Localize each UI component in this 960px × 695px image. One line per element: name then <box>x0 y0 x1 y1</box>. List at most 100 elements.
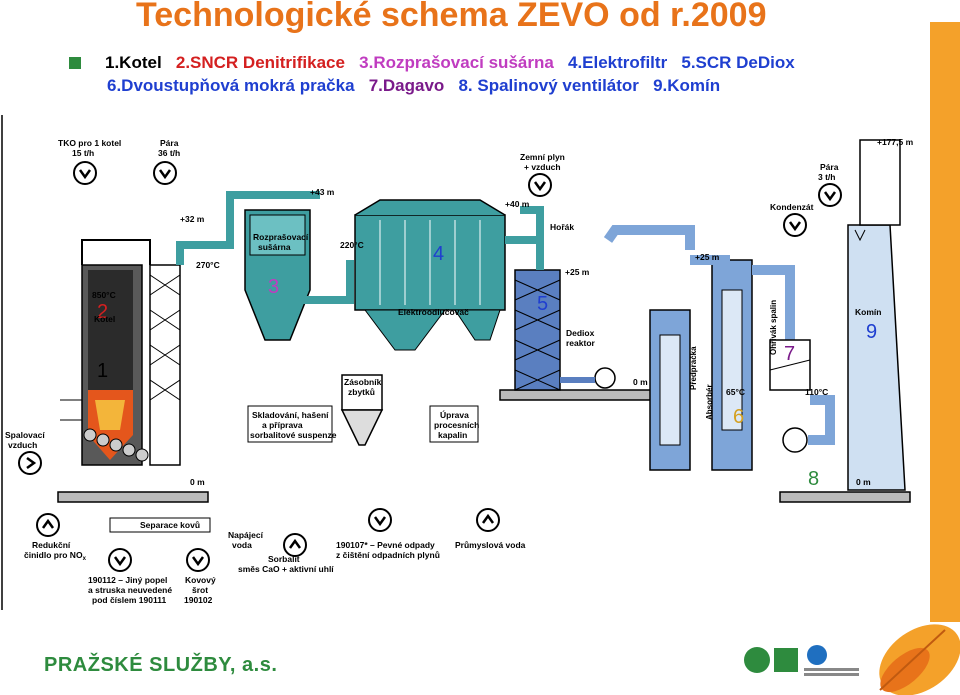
label-h177: +177,5 m <box>877 137 914 147</box>
boiler-unit <box>60 191 245 466</box>
stack <box>847 139 906 491</box>
label-treat2: procesních <box>434 420 479 430</box>
boiler-economizer <box>149 264 181 466</box>
label-dediox1: Dediox <box>566 328 595 338</box>
right-accent-stripe <box>930 22 960 622</box>
label-scrap3: 190102 <box>184 595 213 605</box>
ground-slab-1 <box>57 491 209 503</box>
label-red2-sub: x <box>83 556 87 562</box>
arrow-icon-scrap <box>186 548 210 572</box>
label-tko-rate: 15 t/h <box>72 148 94 158</box>
label-ash3: pod číslem 190111 <box>92 595 166 605</box>
label-store2: a příprava <box>262 420 303 430</box>
boiler-chamber <box>88 270 133 390</box>
label-h32: +32 m <box>180 214 205 224</box>
label-air2: vzduch <box>8 440 37 450</box>
label-air1: Spalovací <box>5 430 45 440</box>
label-esp: Elektroodlučovač <box>398 307 469 317</box>
label-red2-main: činidlo pro NO <box>24 550 83 560</box>
cert-mark-icon <box>774 648 798 672</box>
label-t270: 270°C <box>196 260 220 270</box>
leaf-decoration <box>879 624 960 695</box>
label-ash1: 190112 – Jiný popel <box>88 575 167 585</box>
label-sorb2: směs CaO + aktivní uhlí <box>238 564 334 574</box>
label-red1: Redukční <box>32 540 71 550</box>
electrostatic-precipitator <box>354 199 544 351</box>
label-h25b: +25 m <box>695 252 720 262</box>
label-dryer1: Rozprašovací <box>253 232 309 242</box>
label-t220: 220°C <box>340 240 364 250</box>
label-absorber: Absorbér <box>705 384 714 420</box>
label-dediox2: reaktor <box>566 338 596 348</box>
arrow-icon-tko <box>73 161 97 185</box>
label-gas2: + vzduch <box>524 162 561 172</box>
legend-item-scr: 5.SCR DeDiox <box>681 53 795 72</box>
label-feed2: voda <box>232 540 252 550</box>
label-store1: Skladování, hašení <box>252 410 329 420</box>
ground-slab-3 <box>779 491 911 503</box>
boiler-flame-core <box>95 400 125 430</box>
label-scrap2: šrot <box>192 585 208 595</box>
num-4: 4 <box>433 243 444 265</box>
certification-logos <box>744 645 859 676</box>
flow-arrow-icons <box>18 161 842 572</box>
label-stack: Komín <box>855 307 881 317</box>
num-1: 1 <box>97 360 108 382</box>
spray-dryer <box>235 191 354 341</box>
residue-silo <box>340 374 384 446</box>
dediox-fan <box>594 367 616 389</box>
arrow-icon-reductant <box>36 513 60 537</box>
cert-seal-icon <box>744 647 770 673</box>
legend-item-dryer: 3.Rozprašovací sušárna <box>359 53 554 72</box>
legend-bullet <box>69 57 81 69</box>
scr-dediox-reactor <box>514 215 616 391</box>
label-t110: 110°C <box>805 387 828 397</box>
arrow-icon-sorbalit <box>283 533 307 557</box>
label-ash2: a struska neuvedené <box>88 585 172 595</box>
label-m0c: 0 m <box>856 477 871 487</box>
page-title: Technologické schema ZEVO od r.2009 <box>136 0 767 34</box>
label-boiler: Kotel <box>94 314 115 324</box>
arrow-icon-condensate <box>783 213 807 237</box>
label-bin1: Zásobník <box>344 377 382 387</box>
process-diagram: 1 2 3 4 5 6 7 8 9 TKO pro 1 kotel 15 t/h… <box>1 115 914 610</box>
num-8: 8 <box>808 468 819 490</box>
label-h40: +40 m <box>505 199 530 209</box>
num-9: 9 <box>866 321 877 343</box>
label-reheater: Ohřívák spalin <box>769 300 778 355</box>
label-dryer2: sušárna <box>258 242 291 252</box>
legend-line-1: 1.Kotel 2.SNCR Denitrifikace 3.Rozprašov… <box>105 53 795 73</box>
arrow-icon-water <box>476 508 500 532</box>
tuv-icon <box>807 645 827 665</box>
label-prewash: Předpračka <box>689 346 698 390</box>
arrow-icon-waste <box>368 508 392 532</box>
company-logo: PRAŽSKÉ SLUŽBY, a.s. <box>44 654 278 676</box>
label-treat1: Úprava <box>440 409 469 420</box>
label-m0a: 0 m <box>190 477 205 487</box>
num-2: 2 <box>97 301 108 323</box>
label-waste1: 190107* – Pevné odpady <box>336 540 435 550</box>
label-scrap1: Kovový <box>185 575 216 585</box>
label-t850: 850°C <box>92 290 116 300</box>
label-sorb1: Sorbalit <box>268 554 300 564</box>
label-bin2: zbytků <box>348 387 375 397</box>
legend-item-stack: 9.Komín <box>653 76 721 95</box>
legend-line-2: 6.Dvoustupňová mokrá pračka 7.Dagavo 8. … <box>107 76 720 96</box>
label-burner: Hořák <box>550 222 574 232</box>
label-steam2: Pára <box>820 162 839 172</box>
legend-item-fan: 8. Spalinový ventilátor <box>458 76 639 95</box>
arrow-icon-steam2 <box>818 183 842 207</box>
num-3: 3 <box>268 276 279 298</box>
arrow-icon-gas <box>528 173 552 197</box>
legend-item-dagavo: 7.Dagavo <box>368 76 445 95</box>
legend-item-esp: 4.Elektrofiltr <box>567 53 668 72</box>
flue-gas-fan <box>782 427 808 453</box>
label-water: Průmyslová voda <box>455 540 526 550</box>
label-store3: sorbalitové suspenze <box>250 430 337 440</box>
boiler-grate <box>83 428 149 462</box>
label-condensate: Kondenzát <box>770 202 814 212</box>
arrow-icon-steam <box>153 161 177 185</box>
label-steam-rate: 36 t/h <box>158 148 180 158</box>
label-t65: 65°C <box>726 387 745 397</box>
legend-item-scrubber: 6.Dvoustupňová mokrá pračka <box>107 76 355 95</box>
